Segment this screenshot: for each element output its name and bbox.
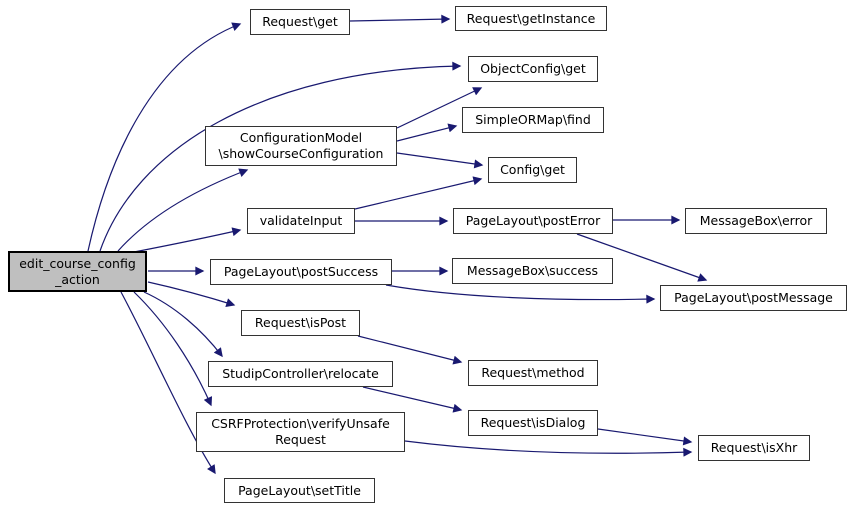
node-csrfprotection-verifyunsaferequest[interactable]: CSRFProtection\verifyUnsafe Request (196, 412, 405, 452)
edge-configurationmodel-to-objectconfig-get (396, 87, 483, 129)
edge-request-get-to-getinstance (349, 14, 451, 24)
edge-edit-to-relocate (143, 291, 223, 358)
node-request-get[interactable]: Request\get (250, 9, 350, 35)
node-request-method[interactable]: Request\method (468, 360, 598, 386)
edge-edit-to-csrf (133, 291, 213, 407)
node-request-isdialog[interactable]: Request\isDialog (468, 410, 598, 436)
node-request-isxhr[interactable]: Request\isXhr (698, 435, 810, 461)
node-configurationmodel-showcourseconfiguration[interactable]: ConfigurationModel \showCourseConfigurat… (205, 126, 397, 166)
edge-validateinput-to-config-get (354, 176, 483, 210)
edge-edit-to-settitle (120, 291, 216, 475)
node-request-getinstance[interactable]: Request\getInstance (455, 6, 607, 31)
edge-configurationmodel-to-simpleormap-find (396, 123, 458, 142)
edge-edit-to-configurationmodel (117, 168, 249, 252)
node-simpleormap-find[interactable]: SimpleORMap\find (462, 107, 604, 133)
edge-edit-to-ispost (147, 281, 236, 308)
node-validateinput[interactable]: validateInput (247, 208, 355, 234)
node-messagebox-success[interactable]: MessageBox\success (452, 258, 613, 284)
node-request-ispost[interactable]: Request\isPost (241, 310, 360, 336)
node-pagelayout-postsuccess[interactable]: PageLayout\postSuccess (210, 259, 392, 285)
node-objectconfig-get[interactable]: ObjectConfig\get (468, 56, 598, 82)
edge-posterror-to-postmessage (576, 233, 708, 282)
node-pagelayout-posterror[interactable]: PageLayout\postError (453, 208, 613, 234)
edge-postsuccess-to-postmessage (385, 284, 656, 304)
edge-edit-to-request-get (87, 22, 242, 252)
edge-csrf-to-isxhr (404, 440, 693, 457)
node-messagebox-error[interactable]: MessageBox\error (685, 208, 827, 234)
edge-edit-to-objectconfig-get (99, 61, 462, 252)
node-edit-course-config-action: edit_course_config _action (8, 251, 147, 292)
edge-relocate-to-isdialog (362, 386, 463, 413)
edge-ispost-to-method (357, 335, 463, 365)
node-studipcontroller-relocate[interactable]: StudipController\relocate (208, 361, 393, 387)
node-config-get[interactable]: Config\get (488, 157, 577, 183)
edge-edit-to-validateinput (133, 227, 242, 253)
node-pagelayout-postmessage[interactable]: PageLayout\postMessage (660, 285, 847, 311)
edge-isdialog-to-isxhr (597, 428, 693, 446)
edge-configurationmodel-to-config-get (396, 152, 484, 169)
node-pagelayout-settitle[interactable]: PageLayout\setTitle (224, 478, 375, 503)
